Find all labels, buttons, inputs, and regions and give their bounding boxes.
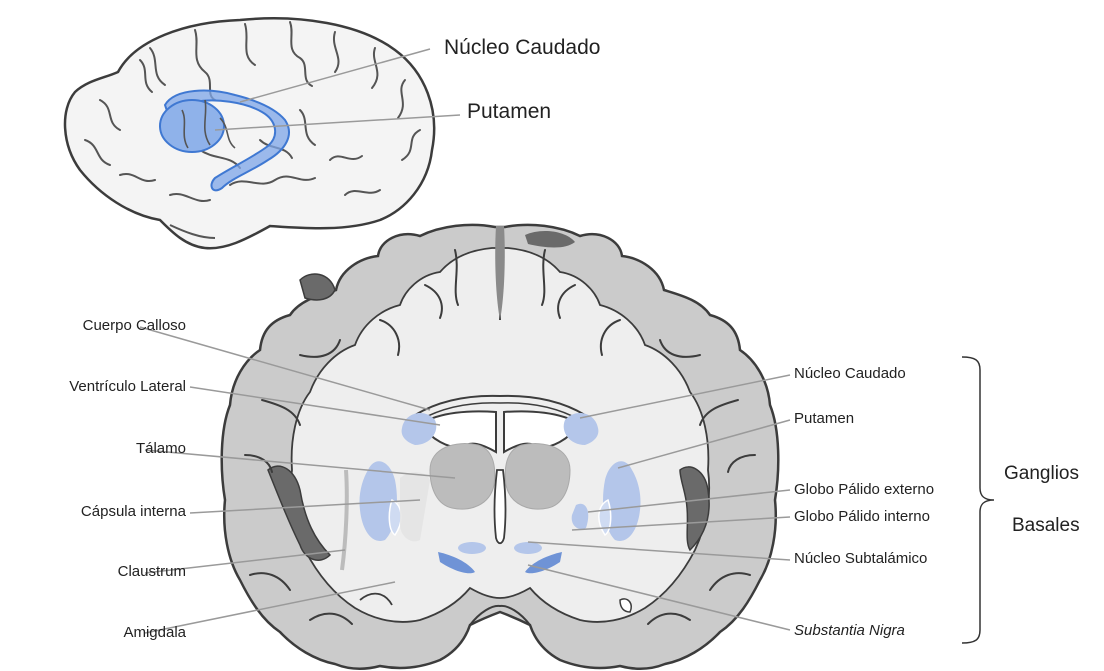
basal-ganglia-bracket bbox=[962, 357, 994, 643]
label-subthalamic: Núcleo Subtalámico bbox=[794, 550, 927, 567]
label-corpus-callosum: Cuerpo Calloso bbox=[8, 317, 186, 334]
label-gp-internal: Globo Pálido interno bbox=[794, 508, 930, 525]
label-top-caudate: Núcleo Caudado bbox=[444, 36, 600, 60]
label-lateral-ventricle: Ventrículo Lateral bbox=[24, 378, 186, 395]
label-putamen: Putamen bbox=[794, 410, 854, 427]
label-amygdala: Amigdala bbox=[55, 624, 186, 641]
label-top-putamen: Putamen bbox=[467, 100, 551, 124]
label-internal-capsule: Cápsula interna bbox=[56, 503, 186, 520]
label-caudate: Núcleo Caudado bbox=[794, 365, 906, 382]
label-ganglios: Ganglios bbox=[1004, 463, 1079, 485]
label-claustrum: Claustrum bbox=[55, 563, 186, 580]
label-thalamus: Tálamo bbox=[91, 440, 186, 457]
label-gp-external: Globo Pálido externo bbox=[794, 481, 934, 498]
label-substantia-nigra: Substantia Nigra bbox=[794, 622, 905, 639]
label-basales: Basales bbox=[1012, 515, 1080, 537]
lateral-brain bbox=[65, 18, 434, 248]
